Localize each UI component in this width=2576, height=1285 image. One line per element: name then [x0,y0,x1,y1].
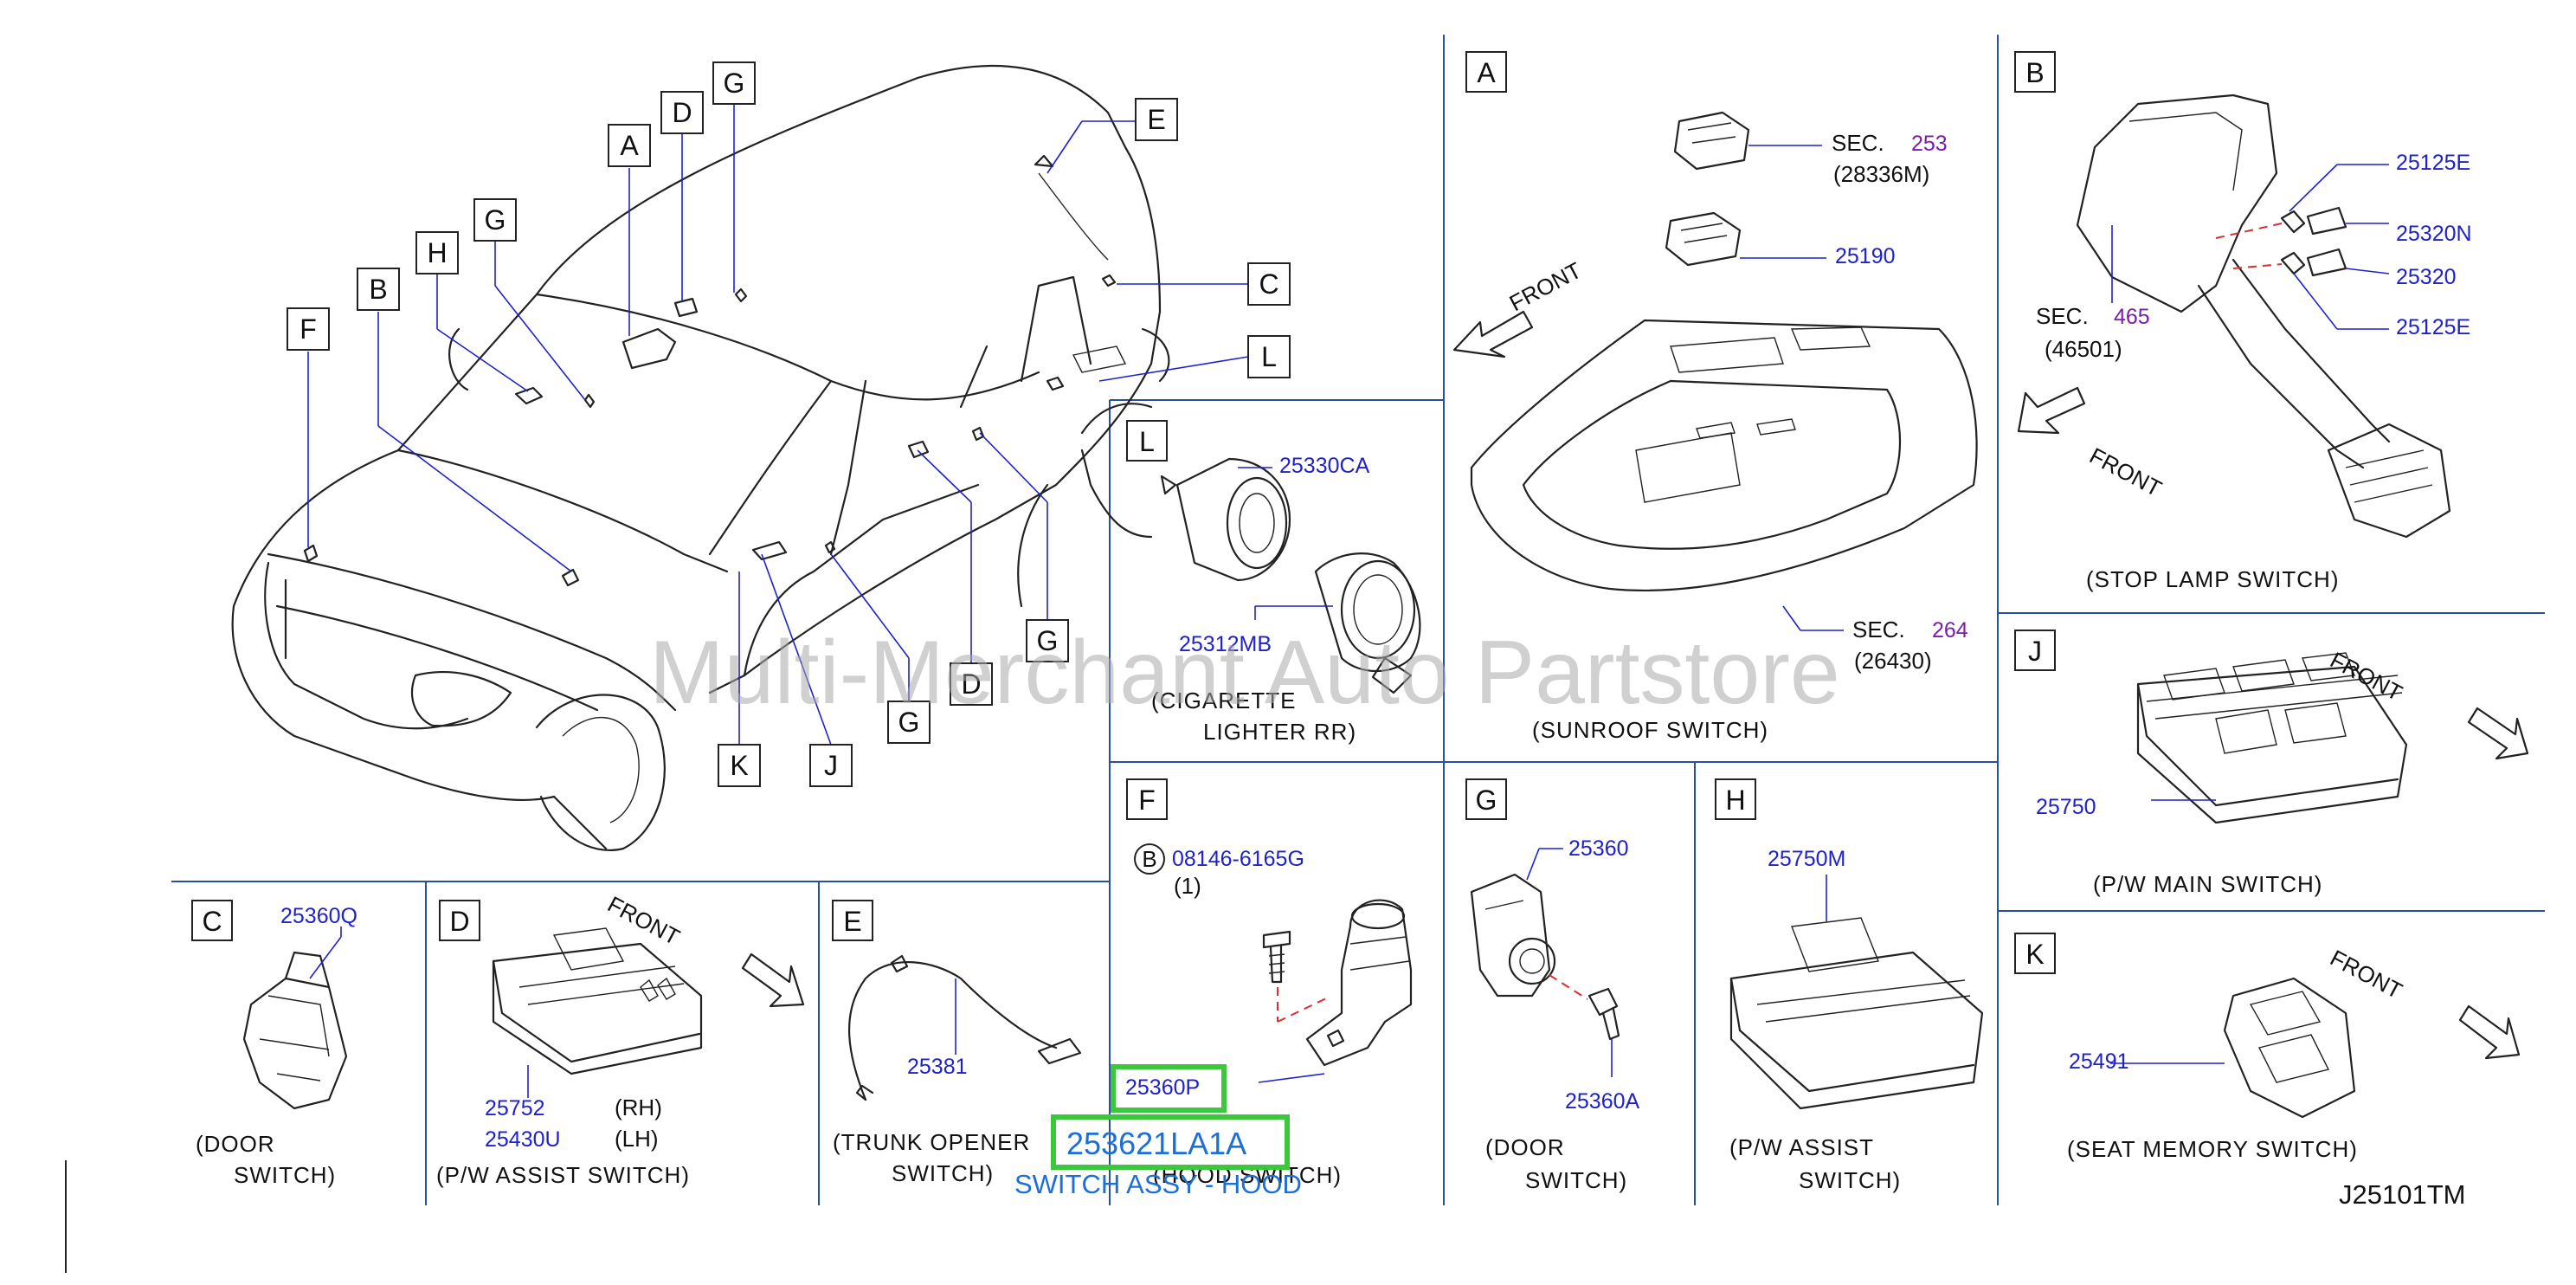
panel-a-letter: A [1477,57,1496,88]
panel-frame [65,35,2545,1273]
panel-c-letter: C [202,906,222,937]
panel-h-caption-line1: (P/W ASSIST [1729,1134,1874,1160]
callout-A: A [620,130,639,161]
panel-d-front: FRONT [603,891,684,951]
part-25750: 25750 [2036,795,2096,819]
part-25320n: 25320N [2396,222,2472,246]
panel-e-letter: E [843,906,861,937]
panel-d-letter: D [449,906,469,937]
part-25330ca: 25330CA [1279,454,1370,478]
vehicle-callout-boxes: F B H G A D G E C L K J G D G [287,61,1291,787]
selected-part-highlight: 253621LA1A SWITCH ASSY - HOOD [1014,1114,1302,1199]
panel-l-letter: L [1139,426,1155,457]
panel-a-sec-prefix-2: SEC. [1852,617,1905,642]
callout-G: G [485,204,506,236]
callout-G: G [898,707,920,738]
vehicle-leaders [307,104,1249,746]
panel-g-door-switch: G 25360 25360A (DOOR SWITCH) [1465,778,1640,1193]
panel-f-hood-switch: F B 08146-6165G (1) 25360P (HOOD SWITCH) [1111,778,1413,1188]
callout-B: B [369,274,387,305]
panel-a-sec-264: 264 [1932,618,1968,642]
part-08146-6165g-qty: (1) [1174,873,1201,899]
part-25381: 25381 [907,1055,968,1079]
panel-j-pw-main-switch: J FRONT 25750 (P/W MAIN SWITCH) [2014,630,2529,897]
panel-e-caption-line1: (TRUNK OPENER [833,1129,1030,1155]
panel-l-caption-line2: LIGHTER RR) [1203,719,1356,745]
panel-h-letter: H [1725,785,1745,816]
part-25360a: 25360A [1565,1089,1640,1114]
callout-L: L [1261,341,1277,372]
callout-K: K [730,750,748,781]
panel-e-trunk-opener-switch: E 25381 (TRUNK OPENER SWITCH) [832,900,1082,1186]
callout-E: E [1147,104,1165,135]
callout-C: C [1259,268,1278,300]
panel-j-front: FRONT [2326,647,2406,707]
panel-c-caption-line2: SWITCH) [234,1162,336,1188]
part-25312mb: 25312MB [1179,632,1272,656]
callout-D: D [672,97,692,128]
panel-c-door-switch: C 25360Q (DOOR SWITCH) [191,900,357,1188]
part-25360p-highlight-frame [1111,1064,1227,1113]
panel-a-sec-prefix: SEC. [1832,130,1884,156]
panel-f-letter: F [1138,785,1156,816]
callout-G: G [1037,625,1059,656]
panel-b-letter: B [2025,57,2044,88]
part-08146-6165g: 08146-6165G [1172,847,1304,871]
part-25430u: 25430U [485,1127,561,1152]
panel-l-cigarette-lighter: L 25330CA 25312MB (CIGARETTE LIGHTER RR) [1126,420,1421,745]
panel-a-sunroof-switch: A SEC. 253 (28336M) 25190 FRONT SEC. 264… [1452,51,1978,743]
callout-F: F [299,313,317,345]
panel-d-caption: (P/W ASSIST SWITCH) [436,1162,690,1188]
callout-G: G [724,68,745,99]
panel-b-front: FRONT [2085,442,2166,502]
panel-e-caption-line2: SWITCH) [892,1160,994,1186]
panel-j-letter: J [2028,636,2042,667]
panel-g-caption-line1: (DOOR [1485,1134,1565,1160]
panel-b-stop-lamp-switch: B 25125E 25320N 25320 25125E SEC. 465 (4… [2014,51,2472,592]
highlight-part-description: SWITCH ASSY - HOOD [1014,1169,1302,1199]
part-25750m: 25750M [1768,847,1845,871]
panel-g-caption-line2: SWITCH) [1525,1167,1627,1193]
highlight-part-number[interactable]: 253621LA1A [1066,1126,1246,1161]
panel-c-caption-line1: (DOOR [196,1131,275,1157]
part-25360q: 25360Q [280,904,357,928]
callout-D: D [961,668,981,700]
panel-k-seat-memory-switch: K FRONT 25491 (SEAT MEMORY SWITCH) [2014,933,2521,1162]
panel-h-caption-line2: SWITCH) [1799,1167,1901,1193]
part-25320: 25320 [2396,265,2457,289]
part-25190: 25190 [1835,244,1896,268]
part-25752-side: (RH) [615,1095,662,1120]
panel-j-caption: (P/W MAIN SWITCH) [2093,871,2322,897]
watermark: Multi-Merchant Auto Partstore [649,623,1840,723]
callout-J: J [824,750,838,781]
panel-d-pw-assist-switch: D FRONT 25752 (RH) 25430U (LH) (P/W ASSI… [436,891,805,1188]
panel-b-sec-465-sub: (46501) [2045,336,2122,362]
part-25752: 25752 [485,1096,545,1120]
panel-a-sec-253: 253 [1911,132,1948,156]
diagram-code: J25101TM [2339,1179,2465,1210]
panel-k-front: FRONT [2326,945,2406,1004]
panel-k-caption: (SEAT MEMORY SWITCH) [2067,1136,2358,1162]
panel-a-caption: (SUNROOF SWITCH) [1532,717,1768,743]
panel-h-pw-assist-switch: H 25750M (P/W ASSIST SWITCH) [1715,778,1984,1193]
panel-b-caption: (STOP LAMP SWITCH) [2086,566,2340,592]
callout-H: H [427,237,447,268]
panel-b-sec-prefix: SEC. [2036,303,2089,329]
part-25430u-side: (LH) [615,1126,659,1152]
panel-k-letter: K [2025,939,2044,970]
panel-a-sec-253-sub: (28336M) [1833,161,1929,187]
panel-a-sec-264-sub: (26430) [1854,648,1932,674]
part-25491: 25491 [2069,1049,2129,1074]
part-25125e-upper: 25125E [2396,151,2470,175]
panel-f-bolt-circle: B [1142,846,1156,872]
part-25125e-lower: 25125E [2396,315,2470,339]
part-25360: 25360 [1568,836,1629,861]
panel-a-front: FRONT [1505,257,1586,317]
vehicle-overview-drawing [231,64,1170,851]
panel-g-letter: G [1476,785,1497,816]
panel-b-sec-465: 465 [2114,305,2150,329]
panel-l-caption-line1: (CIGARETTE [1151,688,1296,714]
part-25360p: 25360P [1125,1075,1200,1100]
